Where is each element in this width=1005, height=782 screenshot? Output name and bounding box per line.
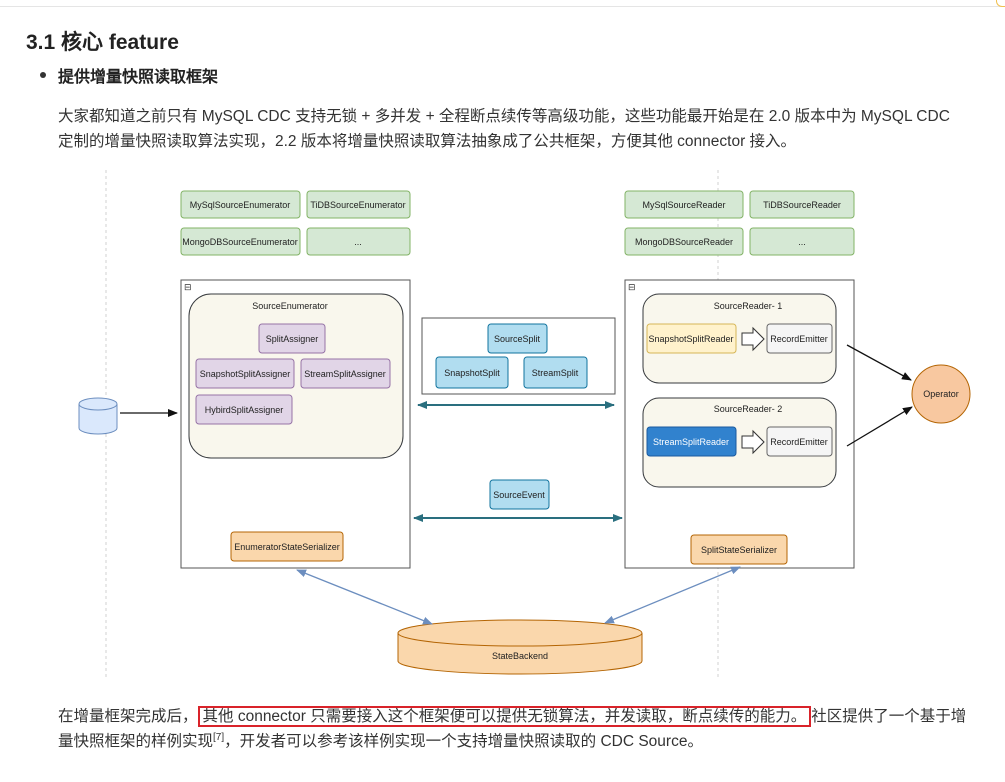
intro-paragraph: 大家都知道之前只有 MySQL CDC 支持无锁 + 多并发 + 全程断点续传等… bbox=[58, 104, 950, 154]
state-backend-label: StateBackend bbox=[492, 651, 548, 661]
source-reader-1-title: SourceReader- 1 bbox=[714, 301, 783, 311]
source-reader-2-title: SourceReader- 2 bbox=[714, 404, 783, 414]
mysql-enumerator-label: MySqlSourceEnumerator bbox=[190, 200, 291, 210]
stream-split-assigner-label: StreamSplitAssigner bbox=[304, 369, 386, 379]
top-divider bbox=[0, 0, 1005, 7]
state-backend bbox=[397, 619, 643, 675]
mysql-reader-label: MySqlSourceReader bbox=[642, 200, 725, 210]
snapshot-split-reader-label: SnapshotSplitReader bbox=[648, 334, 733, 344]
enum-to-backend-arrow bbox=[296, 569, 433, 625]
bullet-item: 提供增量快照读取框架 bbox=[40, 63, 218, 87]
snapshot-split-assigner-label: SnapshotSplitAssigner bbox=[200, 369, 291, 379]
source-enumerator-title: SourceEnumerator bbox=[252, 301, 328, 311]
record-emitter-2-box bbox=[766, 426, 833, 457]
tidb-enumerator-label: TiDBSourceEnumerator bbox=[310, 200, 405, 210]
reader-more-label: ... bbox=[798, 237, 806, 247]
enumerator-serializer-box bbox=[230, 531, 344, 562]
snapshot-split-label: SnapshotSplit bbox=[444, 368, 500, 378]
stream-split-label: StreamSplit bbox=[532, 368, 579, 378]
source-reader-1-box bbox=[642, 293, 837, 384]
stream-split-reader-box bbox=[646, 426, 737, 457]
hollow-arrow-1 bbox=[741, 326, 765, 352]
collapse-icon[interactable]: ⊟ bbox=[184, 282, 192, 292]
hollow-arrow-2 bbox=[741, 429, 765, 455]
reader-to-backend-arrow bbox=[604, 566, 741, 624]
split-serializer-box bbox=[690, 534, 788, 565]
conclusion-line2-post: ，开发者可以参考该样例实现一个支持增量快照读取的 CDC Source。 bbox=[224, 733, 703, 750]
section-heading: 3.1 核心 feature bbox=[26, 31, 179, 54]
intro-line-2: 定制的增量快照读取算法实现，2.2 版本将增量快照读取算法抽象成了公共框架，方便… bbox=[58, 133, 797, 150]
conclusion-paragraph: 在增量框架完成后，其他 connector 只需要接入这个框架便可以提供无锁算法… bbox=[58, 704, 966, 754]
bullet-text: 提供增量快照读取框架 bbox=[58, 69, 219, 86]
record-emitter-1-box bbox=[766, 323, 833, 354]
corner-decoration bbox=[996, 0, 1005, 7]
footnote-link[interactable]: [7] bbox=[213, 731, 225, 743]
intro-line-1: 大家都知道之前只有 MySQL CDC 支持无锁 + 多并发 + 全程断点续传等… bbox=[58, 108, 950, 125]
tidb-reader-label: TiDBSourceReader bbox=[763, 200, 841, 210]
record-emitter-1-label: RecordEmitter bbox=[770, 334, 828, 344]
hybird-split-assigner-label: HybirdSplitAssigner bbox=[205, 405, 284, 415]
reader-impls: MySqlSourceReader TiDBSourceReader Mongo… bbox=[624, 190, 855, 256]
conclusion-line2-pre: 量快照框架的样例实现 bbox=[58, 733, 214, 750]
reader2-to-operator-arrow bbox=[846, 406, 913, 447]
stream-split-reader-label: StreamSplitReader bbox=[653, 437, 729, 447]
split-assigner-label: SplitAssigner bbox=[266, 334, 319, 344]
mongodb-enumerator-label: MongoDBSourceEnumerator bbox=[182, 237, 298, 247]
enumerator-more-label: ... bbox=[354, 237, 362, 247]
database-icon bbox=[78, 397, 118, 435]
snapshot-split-reader-box bbox=[646, 323, 737, 354]
reader1-to-operator-arrow bbox=[846, 344, 912, 381]
split-serializer-label: SplitStateSerializer bbox=[701, 545, 777, 555]
highlighted-sentence: 其他 connector 只需要接入这个框架便可以提供无锁算法，并发读取，断点续… bbox=[197, 706, 812, 727]
reader-collapse-icon[interactable]: ⊟ bbox=[628, 282, 636, 292]
source-split-label: SourceSplit bbox=[494, 334, 541, 344]
mongodb-reader-label: MongoDBSourceReader bbox=[635, 237, 733, 247]
splits: SourceSplit SnapshotSplit StreamSplit bbox=[435, 323, 588, 389]
source-event-box bbox=[489, 479, 550, 510]
source-reader-2-box bbox=[642, 397, 837, 488]
operator-node bbox=[911, 364, 971, 424]
conclusion-prefix: 在增量框架完成后， bbox=[58, 708, 198, 725]
record-emitter-2-label: RecordEmitter bbox=[770, 437, 828, 447]
operator-label: Operator bbox=[923, 389, 959, 399]
assigners: SplitAssigner SnapshotSplitAssigner Stre… bbox=[195, 323, 391, 425]
source-event-label: SourceEvent bbox=[493, 490, 545, 500]
enumerator-serializer-label: EnumeratorStateSerializer bbox=[234, 542, 340, 552]
enumerator-impls: MySqlSourceEnumerator TiDBSourceEnumerat… bbox=[180, 190, 411, 256]
bullet-dot bbox=[40, 72, 46, 78]
conclusion-suffix: 社区提供了一个基于增 bbox=[811, 708, 967, 725]
